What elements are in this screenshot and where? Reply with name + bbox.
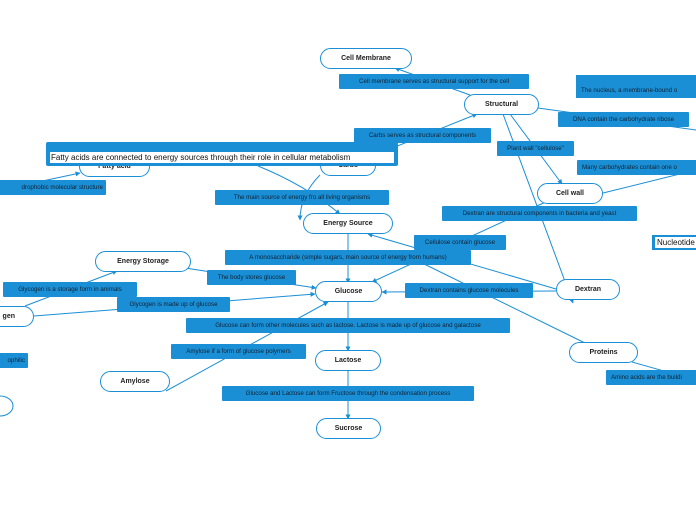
label-hydrophilic[interactable]: ophilic (0, 353, 28, 368)
label-amino-acids[interactable]: Amino acids are the buildi (606, 370, 696, 385)
label-nucleotide[interactable]: Nucleotide (652, 235, 696, 250)
node-energy-source[interactable]: Energy Source (303, 213, 393, 234)
label-glycogen-storage[interactable]: Glycogen is a storage form in animals (3, 282, 137, 297)
node-structural[interactable]: Structural (464, 94, 539, 115)
label-cellulose-glucose[interactable]: Cellulose contain glucose (414, 235, 506, 250)
label-body-stores[interactable]: The body stores glucose (207, 270, 296, 285)
label-amylose-polymer[interactable]: Amylose if a form of glucose polymers (171, 344, 306, 359)
label-monosaccharide[interactable]: A monosaccharide (simple sugars, main so… (225, 250, 471, 265)
edge-glucose-proteins (419, 261, 586, 344)
node-amylose[interactable]: Amylose (100, 371, 170, 392)
label-many-carbs[interactable]: Many carbohydrates contain one o (577, 160, 696, 175)
label-nucleus[interactable]: The nucleus, a membrane-bound o (576, 75, 696, 98)
label-dextran-bacteria[interactable]: Dextran are structural components in bac… (442, 206, 637, 221)
label-dna-ribose[interactable]: DNA contain the carbohydrate ribose (558, 112, 689, 127)
label-glycogen-made[interactable]: Glycogen is made up of glucose (117, 297, 230, 312)
edge-partial-node-left (0, 395, 14, 417)
label-nucleotide-text: Nucleotide (655, 237, 696, 248)
label-cell-membrane-support[interactable]: Cell membrane serves as structural suppo… (339, 74, 529, 89)
node-lactose[interactable]: Lactose (315, 350, 381, 371)
node-sucrose[interactable]: Sucrose (316, 418, 381, 439)
label-dextran-glucose[interactable]: Dextran contains glucose molecules (405, 283, 533, 298)
label-carbs-structural[interactable]: Carbs serves as structural components (354, 128, 491, 143)
node-proteins[interactable]: Proteins (569, 342, 638, 363)
node-dextran[interactable]: Dextran (556, 279, 620, 300)
edge-fatty-energy (257, 165, 341, 215)
label-fatty-energy-text: Fatty acids are connected to energy sour… (50, 152, 394, 163)
label-glucose-lactose[interactable]: Glucose can form other molecules such as… (186, 318, 510, 333)
node-energy-storage[interactable]: Energy Storage (95, 251, 191, 272)
node-glucose[interactable]: Glucose (315, 281, 382, 302)
node-glycogen[interactable]: gen (0, 306, 34, 327)
label-plant-wall[interactable]: Plant wall "cellulose" (497, 141, 574, 156)
label-condensation[interactable]: Glucose and Lactose can form Fructose th… (222, 386, 474, 401)
label-hydrophobic[interactable]: drophobic molecular structure (0, 180, 106, 195)
label-fatty-energy[interactable]: Fatty acids are connected to energy sour… (46, 142, 398, 166)
node-cell-wall[interactable]: Cell wall (537, 183, 603, 204)
node-cell-membrane[interactable]: Cell Membrane (320, 48, 412, 69)
label-main-source[interactable]: The main source of energy fro all living… (215, 190, 389, 205)
